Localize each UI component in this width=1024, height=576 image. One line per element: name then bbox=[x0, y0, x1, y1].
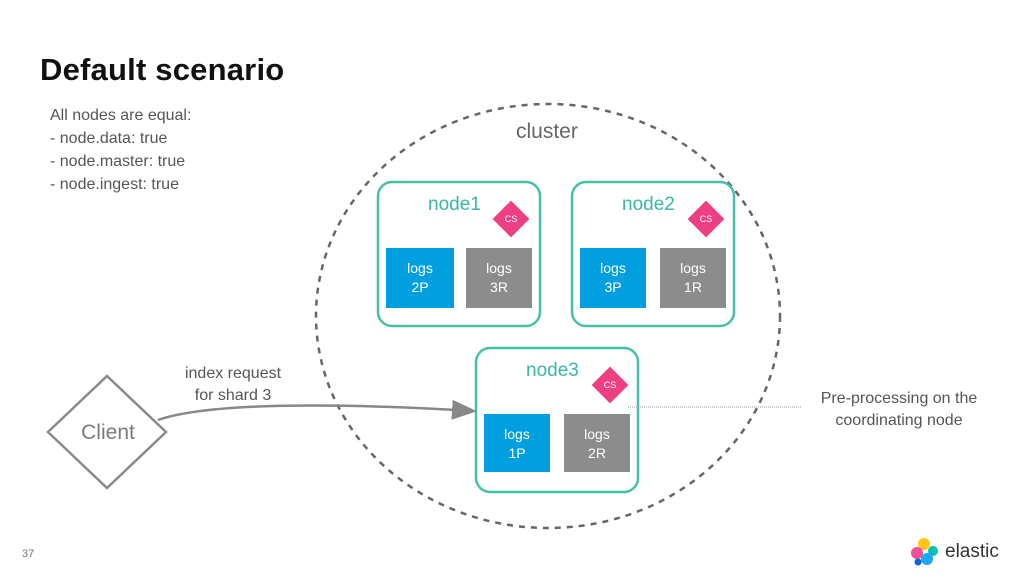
intro-line: - node.data: true bbox=[50, 130, 168, 147]
client: Client bbox=[46, 374, 168, 490]
shard-index: logs bbox=[680, 260, 706, 276]
shard-id: 2R bbox=[588, 445, 606, 461]
client-label: Client bbox=[81, 421, 135, 444]
node-roles-description: All nodes are equal: - node.data: true -… bbox=[50, 104, 191, 196]
shard-logs-1p: logs 1P bbox=[484, 414, 550, 472]
shard-logs-1r: logs 1R bbox=[660, 248, 726, 308]
intro-line: - node.master: true bbox=[50, 153, 186, 170]
slide-number: 37 bbox=[22, 548, 35, 560]
node-label: node2 bbox=[622, 194, 675, 215]
cluster-boundary bbox=[314, 102, 782, 530]
elastic-logo-icon bbox=[911, 538, 938, 566]
shard-index: logs bbox=[407, 260, 433, 276]
shard-index: logs bbox=[504, 426, 530, 442]
shard-index: logs bbox=[600, 260, 626, 276]
slide-title: Default scenario bbox=[40, 52, 285, 87]
shard-id: 2P bbox=[411, 279, 428, 295]
node-node2: node2 CS logs 3P logs 1R bbox=[570, 180, 736, 328]
request-label-line: for shard 3 bbox=[195, 387, 272, 404]
shard-logs-2r: logs 2R bbox=[564, 414, 630, 472]
intro-line: All nodes are equal: bbox=[50, 107, 192, 124]
shard-logs-3r: logs 3R bbox=[466, 248, 532, 308]
node-label: node1 bbox=[428, 194, 481, 215]
cs-label: CS bbox=[700, 214, 713, 224]
shard-logs-2p: logs 2P bbox=[386, 248, 454, 308]
shard-index: logs bbox=[584, 426, 610, 442]
elastic-logo-text: elastic bbox=[945, 541, 999, 562]
shard-index: logs bbox=[486, 260, 512, 276]
shard-id: 1P bbox=[508, 445, 525, 461]
cs-label: CS bbox=[505, 214, 518, 224]
elastic-logo: elastic bbox=[910, 538, 999, 566]
node-node3: node3 CS logs 1P logs 2R bbox=[474, 346, 640, 494]
cluster-label: cluster bbox=[516, 120, 578, 143]
shard-id: 3P bbox=[604, 279, 621, 295]
intro-line: - node.ingest: true bbox=[50, 176, 179, 193]
cs-badge: CS bbox=[591, 366, 629, 404]
shard-logs-3p: logs 3P bbox=[580, 248, 646, 308]
request-arrow bbox=[157, 399, 477, 422]
cs-badge: CS bbox=[687, 200, 725, 238]
note-line: coordinating node bbox=[835, 412, 962, 429]
node-node1: node1 CS logs 2P logs 3R bbox=[376, 180, 542, 328]
cs-badge: CS bbox=[492, 200, 530, 238]
note-line: Pre-processing on the bbox=[821, 390, 978, 407]
shard-id: 3R bbox=[490, 279, 508, 295]
node-label: node3 bbox=[526, 360, 579, 381]
request-label-line: index request bbox=[185, 365, 282, 382]
shard-id: 1R bbox=[684, 279, 702, 295]
cs-label: CS bbox=[604, 380, 617, 390]
